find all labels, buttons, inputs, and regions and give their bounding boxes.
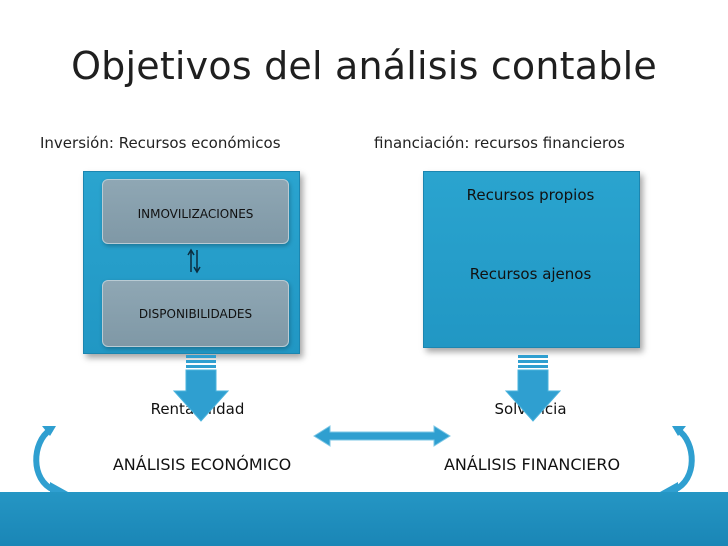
left-curved-arrow-icon: [33, 426, 68, 498]
recursos-propios-label: Recursos propios: [466, 186, 595, 204]
financing-heading: financiación: recursos financieros: [374, 134, 625, 152]
double-headed-arrow-icon: [313, 425, 451, 447]
right-curved-arrow-icon: [660, 426, 695, 498]
disponibilidades-label: DISPONIBILIDADES: [138, 306, 253, 321]
slide-title: Objetivos del análisis contable: [71, 44, 657, 88]
inmovilizaciones-box: INMOVILIZACIONES: [102, 179, 289, 244]
financial-analysis-label: ANÁLISIS FINANCIERO: [443, 455, 621, 474]
economic-analysis-label: ANÁLISIS ECONÓMICO: [112, 455, 292, 474]
left-down-arrow-icon: [172, 355, 230, 422]
investment-heading: Inversión: Recursos económicos: [40, 134, 281, 152]
recursos-ajenos-label: Recursos ajenos: [469, 265, 592, 283]
inmovilizaciones-label: INMOVILIZACIONES: [137, 206, 254, 221]
financial-resources-box: [423, 171, 640, 348]
disponibilidades-box: DISPONIBILIDADES: [102, 280, 289, 347]
footer-bar: [0, 492, 728, 546]
exchange-arrows-icon: [187, 248, 201, 274]
right-down-arrow-icon: [504, 355, 562, 422]
